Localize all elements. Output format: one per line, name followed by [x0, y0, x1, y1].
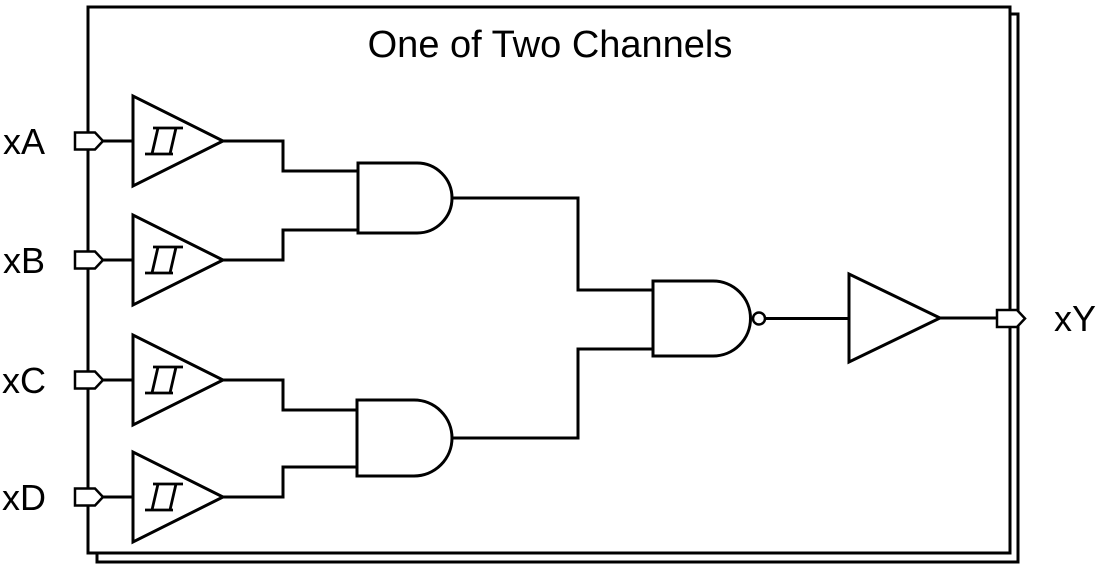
input-label-xc: xC	[2, 360, 46, 401]
input-pin-xb-icon	[73, 250, 105, 270]
wire-and1-to-nand	[452, 196, 653, 292]
schmitt-buffer-xc-icon	[131, 332, 227, 428]
input-pin-xa-icon	[73, 131, 105, 151]
wire-xb-to-and1	[223, 228, 358, 262]
input-pin-xd-icon	[73, 487, 105, 507]
hysteresis-icon-xd	[145, 482, 183, 512]
schmitt-buffer-xa-icon	[131, 93, 227, 189]
output-buffer-icon	[847, 271, 944, 365]
input-label-xa: xA	[3, 121, 45, 162]
wire-xc-to-and2	[223, 378, 357, 412]
input-pin-xc-icon	[73, 370, 105, 390]
diagram-title: One of Two Channels	[368, 24, 733, 66]
hysteresis-icon-xb	[145, 245, 183, 275]
output-pin-xy-icon	[995, 308, 1027, 329]
and-gate-1-icon	[356, 161, 454, 235]
wire-xd-to-and2	[223, 465, 357, 499]
hysteresis-icon-xc	[145, 365, 183, 395]
input-label-xd: xD	[2, 477, 46, 518]
hysteresis-icon-xa	[145, 126, 183, 156]
wire-xa-to-and1	[223, 139, 358, 173]
channel-box	[86, 5, 1012, 555]
and-gate-2-icon	[355, 398, 454, 478]
schmitt-buffer-xb-icon	[131, 212, 227, 308]
wire-and2-to-nand	[452, 347, 653, 440]
nand-gate-icon	[651, 279, 752, 358]
input-label-xb: xB	[3, 240, 45, 281]
output-label-xy: xY	[1054, 298, 1096, 339]
inversion-bubble-icon	[751, 311, 767, 326]
schmitt-buffer-xd-icon	[131, 449, 227, 545]
